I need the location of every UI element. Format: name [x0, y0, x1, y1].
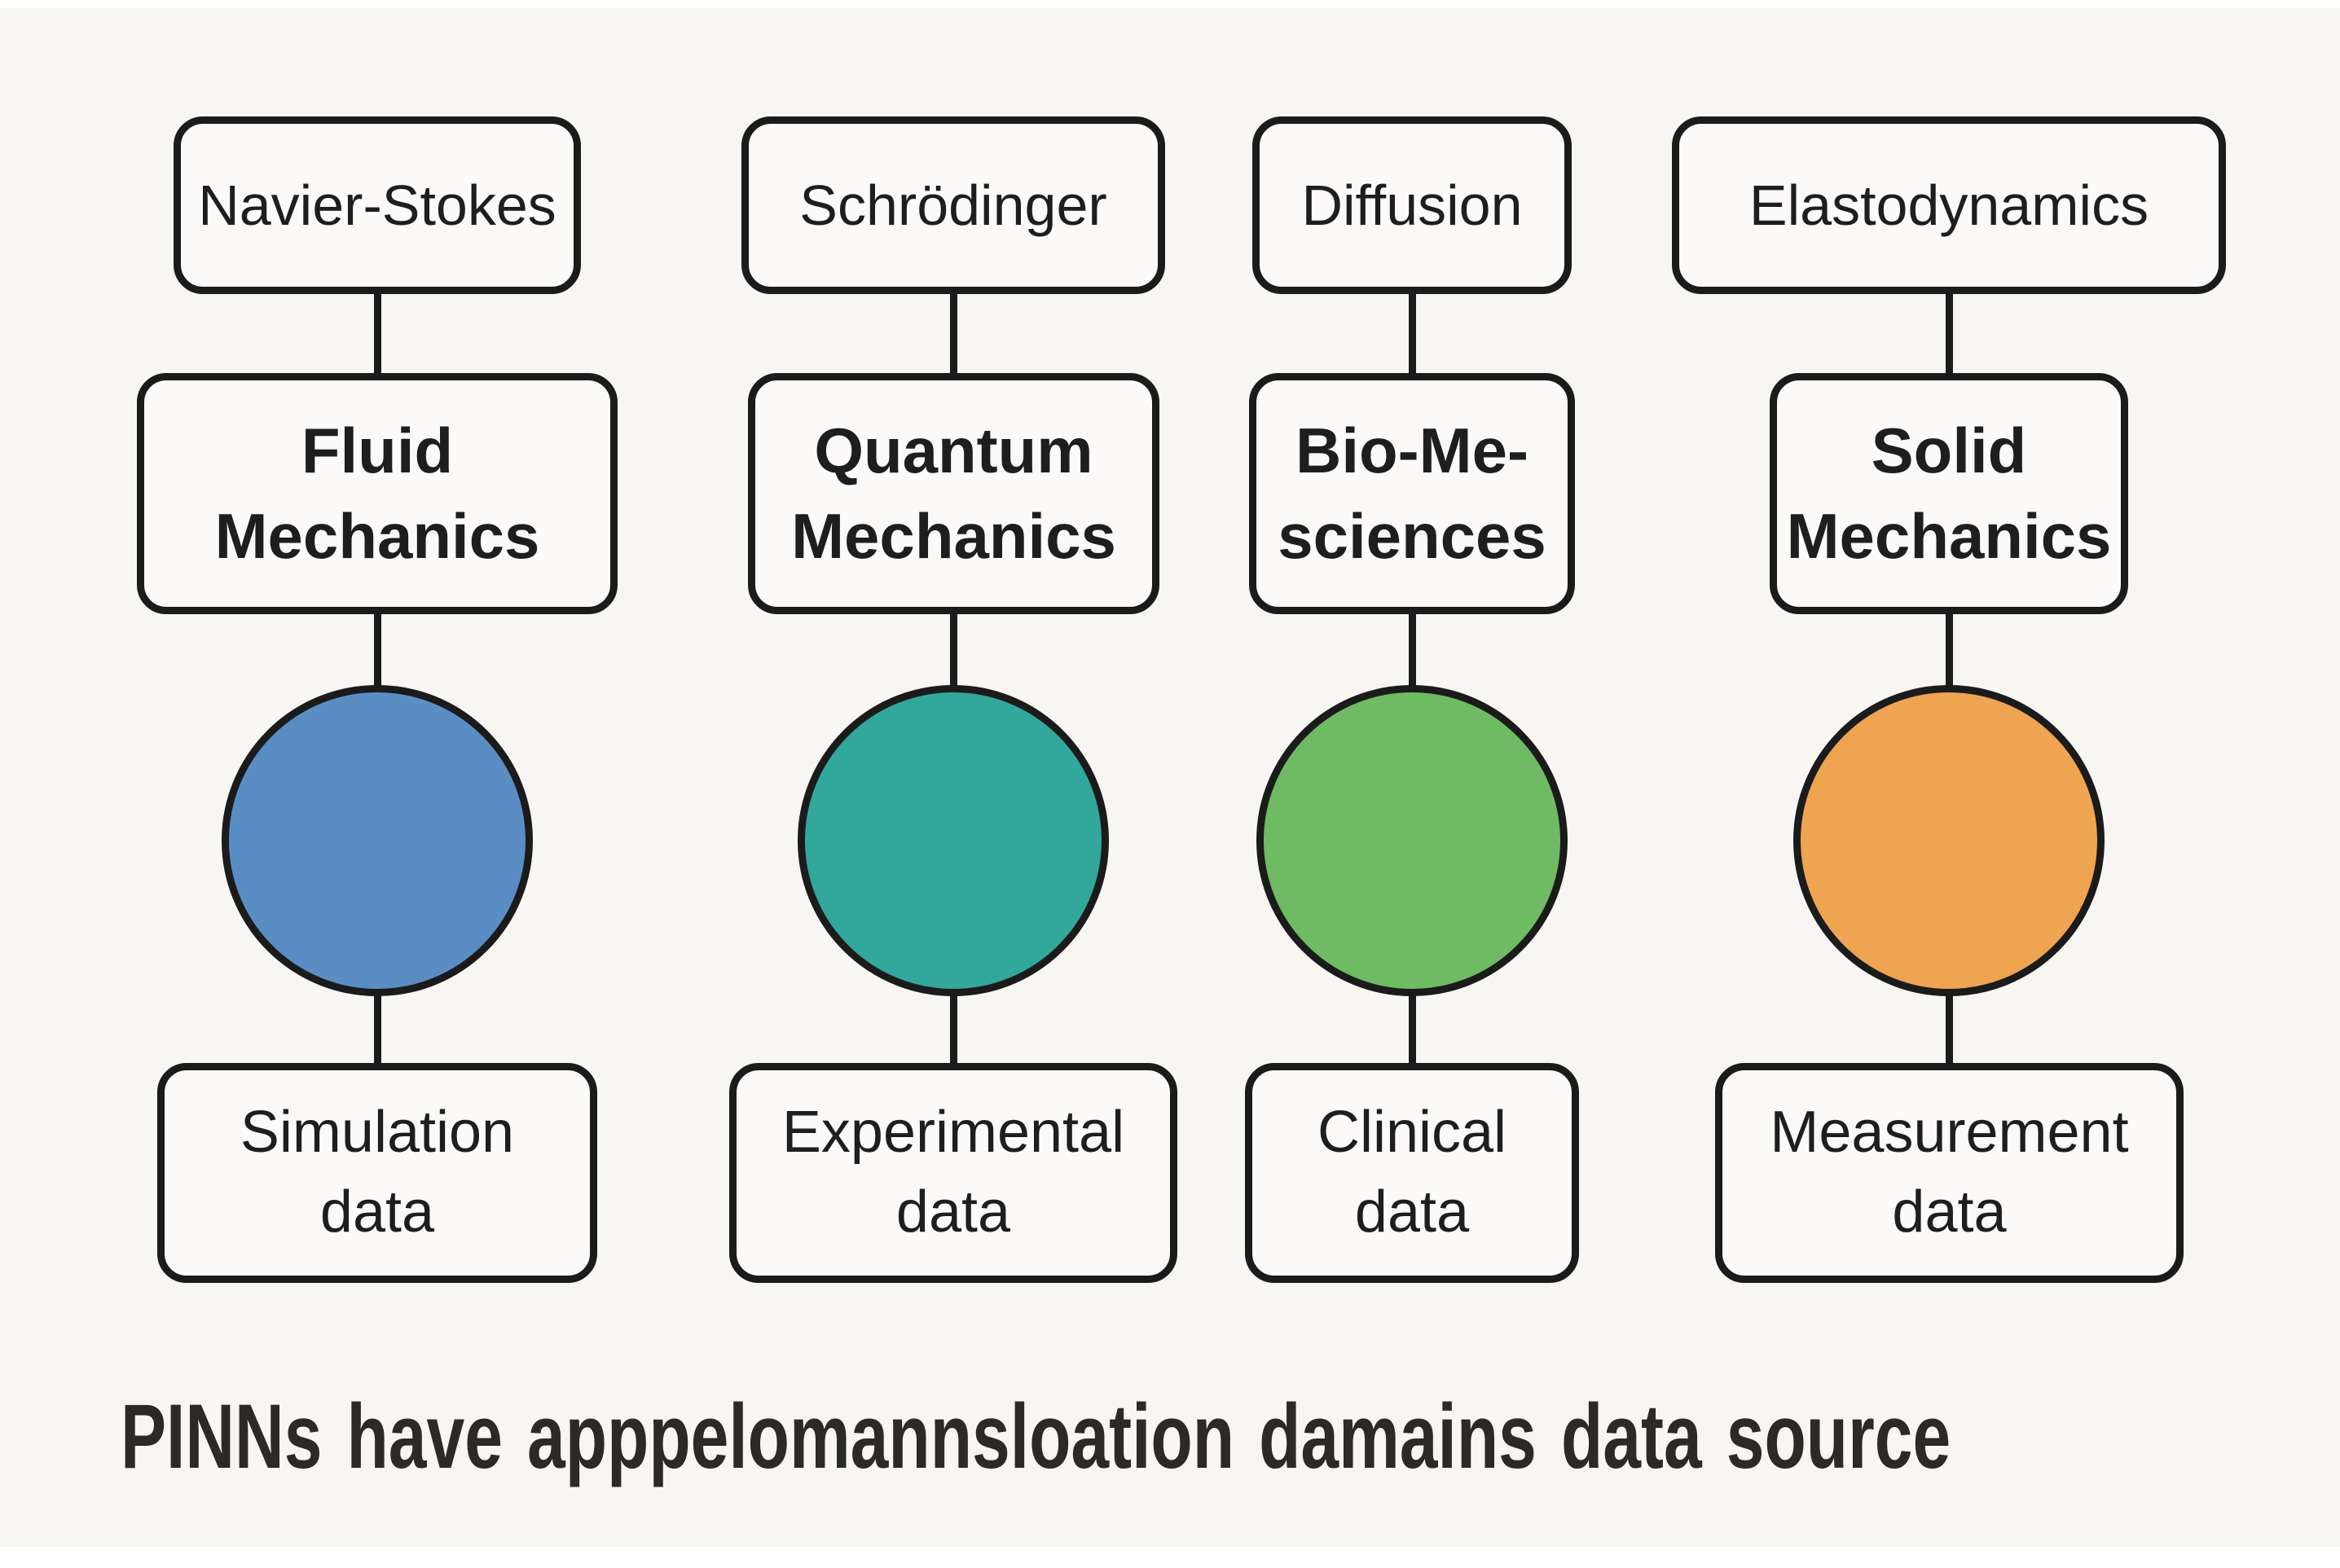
connector-line — [1409, 990, 1416, 1071]
connector-line — [374, 990, 381, 1071]
diffusion-equation-box: Diffusion — [1252, 116, 1572, 294]
quantum-mechanics-domain-box: Quantum Mechanics — [748, 373, 1159, 614]
quantum-mechanics-circle — [798, 685, 1109, 996]
connector-line — [950, 607, 957, 692]
schrodinger-equation-box: Schrödinger — [741, 116, 1165, 294]
solid-mechanics-domain-box: Solid Mechanics — [1770, 373, 2128, 614]
connector-line — [374, 607, 381, 692]
connector-line — [1946, 607, 1953, 692]
measurement-data-box: Measurement data — [1715, 1063, 2184, 1283]
connector-line — [1409, 607, 1416, 692]
bio-me-sciences-domain-box: Bio-Me- sciences — [1249, 373, 1575, 614]
figure-caption: PINNs have apppelomannsloation damains d… — [121, 1386, 1951, 1487]
clinical-data-box: Clinical data — [1245, 1063, 1579, 1283]
navier-stokes-equation-box: Navier-Stokes — [174, 116, 581, 294]
connector-line — [950, 285, 957, 383]
bio-me-sciences-circle — [1256, 685, 1568, 996]
solid-mechanics-circle — [1793, 685, 2105, 996]
fluid-mechanics-domain-box: Fluid Mechanics — [137, 373, 618, 614]
experimental-data-box: Experimental data — [729, 1063, 1177, 1283]
connector-line — [950, 990, 957, 1071]
connector-line — [1946, 990, 1953, 1071]
elastodynamics-equation-box: Elastodynamics — [1672, 116, 2226, 294]
connector-line — [1409, 285, 1416, 383]
simulation-data-box: Simulation data — [157, 1063, 597, 1283]
fluid-mechanics-circle — [222, 685, 533, 996]
connector-line — [374, 285, 381, 383]
diagram-background: Navier-Stokes Fluid Mechanics Simulation… — [0, 8, 2340, 1547]
connector-line — [1946, 285, 1953, 383]
